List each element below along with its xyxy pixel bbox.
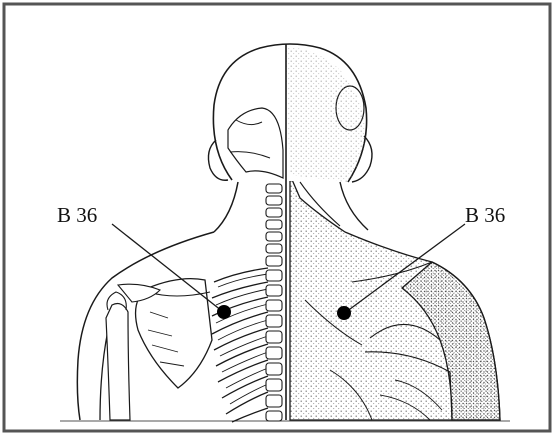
neck-left-outline: [214, 182, 238, 232]
humerus: [106, 304, 130, 420]
point-label-left: B 36: [57, 205, 97, 226]
point-label-right: B 36: [465, 205, 505, 226]
point-b36-right: [337, 306, 351, 320]
vertebral-column: [266, 184, 282, 421]
skeleton-half: [77, 184, 282, 422]
neck-right-outline: [340, 182, 368, 230]
head: [208, 44, 372, 182]
scalp-stipple: [285, 46, 366, 182]
point-b36-left: [217, 305, 231, 319]
